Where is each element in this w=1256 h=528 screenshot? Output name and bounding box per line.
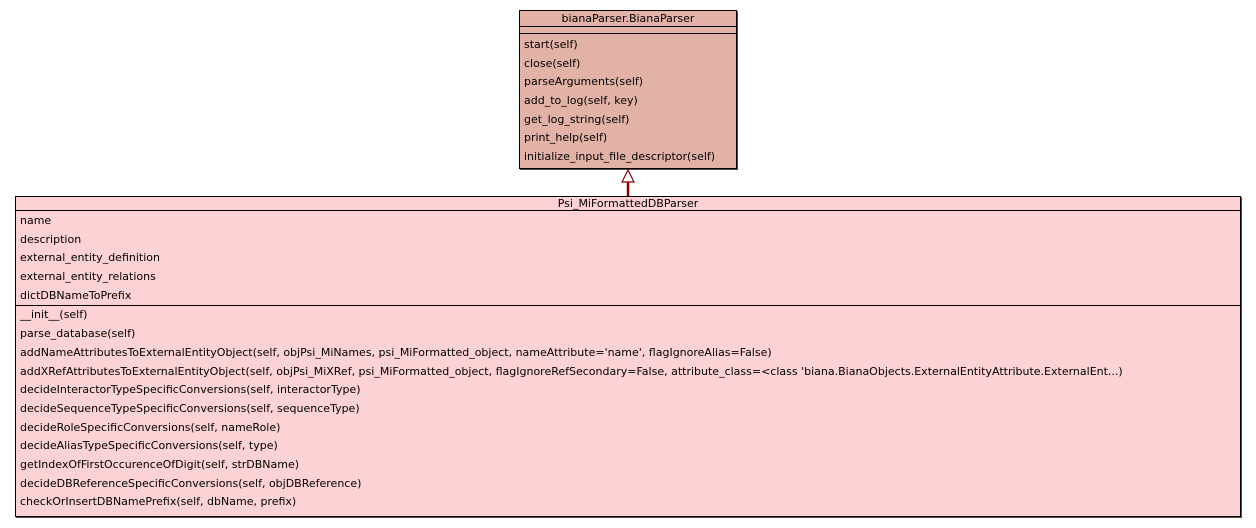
operation-row: checkOrInsertDBNamePrefix(self, dbName, … (20, 495, 297, 509)
operation-row: getIndexOfFirstOccurenceOfDigit(self, st… (20, 457, 300, 471)
operation-row: parseArguments(self) (524, 75, 644, 89)
operation-row: decideDBReferenceSpecificConversions(sel… (20, 476, 362, 490)
attributes-section (520, 27, 736, 34)
operation-row: __init__(self) (20, 308, 88, 322)
operation-row: decideSequenceTypeSpecificConversions(se… (20, 401, 360, 415)
attribute-row: external_entity_definition (20, 251, 160, 265)
operation-row: print_help(self) (524, 131, 608, 145)
operation-row: decideAliasTypeSpecificConversions(self,… (20, 439, 278, 453)
operation-row: addXRefAttributesToExternalEntityObject(… (20, 364, 1123, 378)
attribute-row: dictDBNameToPrefix (20, 288, 132, 302)
class-box-psi-mi-formatted-db-parser[interactable]: Psi_MiFormattedDBParser name description e… (15, 196, 1241, 517)
operation-row: addNameAttributesToExternalEntityObject(… (20, 345, 772, 359)
operation-row: decideRoleSpecificConversions(self, name… (20, 420, 281, 434)
class-name: Psi_MiFormattedDBParser (16, 197, 1240, 211)
operation-row: decideInteractorTypeSpecificConversions(… (20, 383, 361, 397)
operations-section: start(self) close(self) parseArguments(sel… (520, 34, 736, 169)
attribute-row: external_entity_relations (20, 270, 156, 284)
attribute-row: name (20, 214, 52, 227)
class-box-biana-parser[interactable]: bianaParser.BianaParser start(self) close… (519, 10, 737, 169)
attribute-row: description (20, 232, 82, 246)
attributes-section: name description external_entity_definitio… (16, 211, 1240, 307)
operation-row: start(self) (524, 38, 578, 51)
operation-row: parse_database(self) (20, 327, 136, 341)
class-name: bianaParser.BianaParser (520, 11, 736, 27)
operation-row: initialize_input_file_descriptor(self) (524, 150, 716, 164)
inheritance-triangle-icon (621, 168, 635, 183)
operation-row: close(self) (524, 56, 581, 70)
operations-section: __init__(self) parse_database(self) addNam… (16, 306, 1240, 512)
operation-row: add_to_log(self, key) (524, 94, 638, 108)
operation-row: get_log_string(self) (524, 112, 630, 126)
